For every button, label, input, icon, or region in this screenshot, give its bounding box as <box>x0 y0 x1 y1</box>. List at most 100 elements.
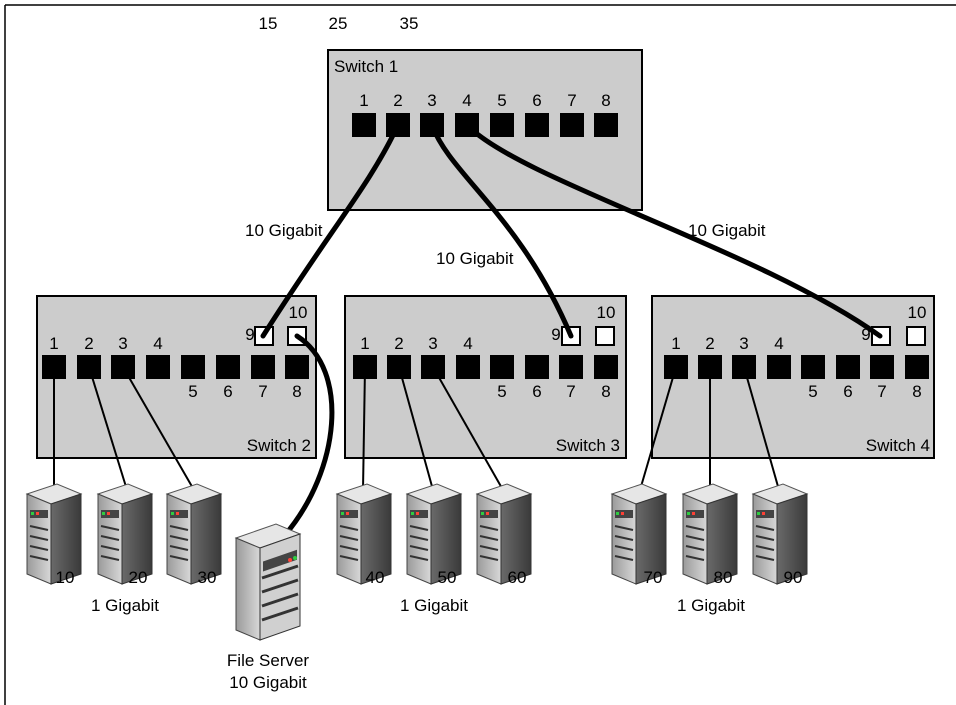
link-label-switch-3: 10 Gigabit <box>436 249 514 268</box>
switch-1-port-8 <box>594 113 618 137</box>
switch-4-port-5 <box>801 355 825 379</box>
switch-3-label: Switch 3 <box>556 436 620 455</box>
switch-3-port-label-10: 10 <box>597 303 616 322</box>
switch-1-port-label-4: 4 <box>462 91 471 110</box>
switch-3-port-label-5: 5 <box>497 382 506 401</box>
server-cable-30 <box>122 366 195 491</box>
switch-1-port-7 <box>560 113 584 137</box>
group-speed-switch-4: 1 Gigabit <box>677 596 745 615</box>
switch-4-port-label-10: 10 <box>908 303 927 322</box>
switch-2-port-8 <box>285 355 309 379</box>
switch-1-port-label-6: 6 <box>532 91 541 110</box>
switch-2-port-6 <box>216 355 240 379</box>
uplink-cable-switch-3 <box>429 122 574 339</box>
switch-4-port-8 <box>905 355 929 379</box>
switch-3-port-7 <box>559 355 583 379</box>
switch-4-port-label-7: 7 <box>877 382 886 401</box>
switch-4-port-7 <box>870 355 894 379</box>
switch-4-port-label-5: 5 <box>808 382 817 401</box>
file-server-speed: 10 Gigabit <box>229 673 307 692</box>
switch-1-port-label-2: 2 <box>393 91 402 110</box>
switch-4-port-label-2: 2 <box>705 334 714 353</box>
server-cable-70 <box>639 366 677 491</box>
top-number-25: 25 <box>329 14 348 33</box>
switch-3-port-8 <box>594 355 618 379</box>
switch-2-port-label-3: 3 <box>118 334 127 353</box>
file-server-icon <box>234 523 302 641</box>
server-label-70: 70 <box>644 568 663 587</box>
top-number-35: 35 <box>400 14 419 33</box>
switch-3-port-label-6: 6 <box>532 382 541 401</box>
switch-1: Switch 1 1 2 3 4 5 6 7 8 <box>327 49 643 211</box>
switch-2-port-label-9: 9 <box>245 325 254 344</box>
switch-3: 1 2 3 4 9 10 5 6 7 8 Switch 3 <box>344 295 627 459</box>
uplink-cable-switch-2 <box>260 122 401 339</box>
server-label-10: 10 <box>56 568 75 587</box>
server-cable-60 <box>432 366 504 491</box>
switch-1-port-label-1: 1 <box>359 91 368 110</box>
switch-4-port-10 <box>906 326 926 346</box>
switch-2-label: Switch 2 <box>247 436 311 455</box>
switch-1-label: Switch 1 <box>334 57 398 76</box>
switch-4-port-label-1: 1 <box>671 334 680 353</box>
switch-4-port-label-9: 9 <box>861 325 870 344</box>
switch-2-port-label-5: 5 <box>188 382 197 401</box>
switch-3-port-label-4: 4 <box>463 334 472 353</box>
switch-4-port-label-6: 6 <box>843 382 852 401</box>
switch-3-port-4 <box>456 355 480 379</box>
switch-2-port-label-1: 1 <box>49 334 58 353</box>
server-label-80: 80 <box>714 568 733 587</box>
server-cable-90 <box>743 366 780 491</box>
link-label-switch-2: 10 Gigabit <box>245 221 323 240</box>
switch-2-port-4 <box>146 355 170 379</box>
switch-3-port-6 <box>525 355 549 379</box>
switch-2-port-label-8: 8 <box>292 382 301 401</box>
server-label-30: 30 <box>198 568 217 587</box>
switch-3-port-label-8: 8 <box>601 382 610 401</box>
switch-3-port-label-2: 2 <box>394 334 403 353</box>
switch-4-port-4 <box>767 355 791 379</box>
server-label-40: 40 <box>366 568 385 587</box>
server-label-50: 50 <box>438 568 457 587</box>
switch-2-port-5 <box>181 355 205 379</box>
switch-1-port-label-8: 8 <box>601 91 610 110</box>
switch-4-port-label-8: 8 <box>912 382 921 401</box>
server-label-20: 20 <box>129 568 148 587</box>
switch-2-port-label-10: 10 <box>289 303 308 322</box>
server-label-90: 90 <box>784 568 803 587</box>
switch-4-port-6 <box>836 355 860 379</box>
switch-1-port-label-5: 5 <box>497 91 506 110</box>
group-speed-switch-2: 1 Gigabit <box>91 596 159 615</box>
switch-2-port-label-2: 2 <box>84 334 93 353</box>
group-speed-switch-3: 1 Gigabit <box>400 596 468 615</box>
switch-1-port-label-7: 7 <box>567 91 576 110</box>
switch-2-port-7 <box>251 355 275 379</box>
switch-1-port-label-3: 3 <box>427 91 436 110</box>
switch-3-port-label-1: 1 <box>360 334 369 353</box>
switch-3-port-5 <box>490 355 514 379</box>
switch-4-port-label-3: 3 <box>739 334 748 353</box>
switch-2-port-label-7: 7 <box>258 382 267 401</box>
top-number-15: 15 <box>259 14 278 33</box>
switch-2-port-label-4: 4 <box>153 334 162 353</box>
switch-1-port-5 <box>490 113 514 137</box>
switch-4: 1 2 3 4 9 10 5 6 7 8 Switch 4 <box>651 295 935 459</box>
switch-3-port-label-3: 3 <box>428 334 437 353</box>
server-cable-20 <box>88 366 128 491</box>
switch-4-label: Switch 4 <box>866 436 930 455</box>
switch-1-port-1 <box>352 113 376 137</box>
switch-3-port-10 <box>595 326 615 346</box>
switch-1-port-6 <box>525 113 549 137</box>
server-cable-40 <box>362 366 366 491</box>
server-label-60: 60 <box>508 568 527 587</box>
switch-2-port-label-6: 6 <box>223 382 232 401</box>
server-cable-50 <box>398 366 434 491</box>
switch-3-port-label-7: 7 <box>566 382 575 401</box>
uplink-cable-switch-4 <box>464 122 883 339</box>
file-server-cable <box>282 333 335 538</box>
file-server-label: File Server <box>227 651 310 670</box>
switch-4-port-label-4: 4 <box>774 334 783 353</box>
switch-1-body <box>327 49 643 211</box>
link-label-switch-4: 10 Gigabit <box>688 221 766 240</box>
